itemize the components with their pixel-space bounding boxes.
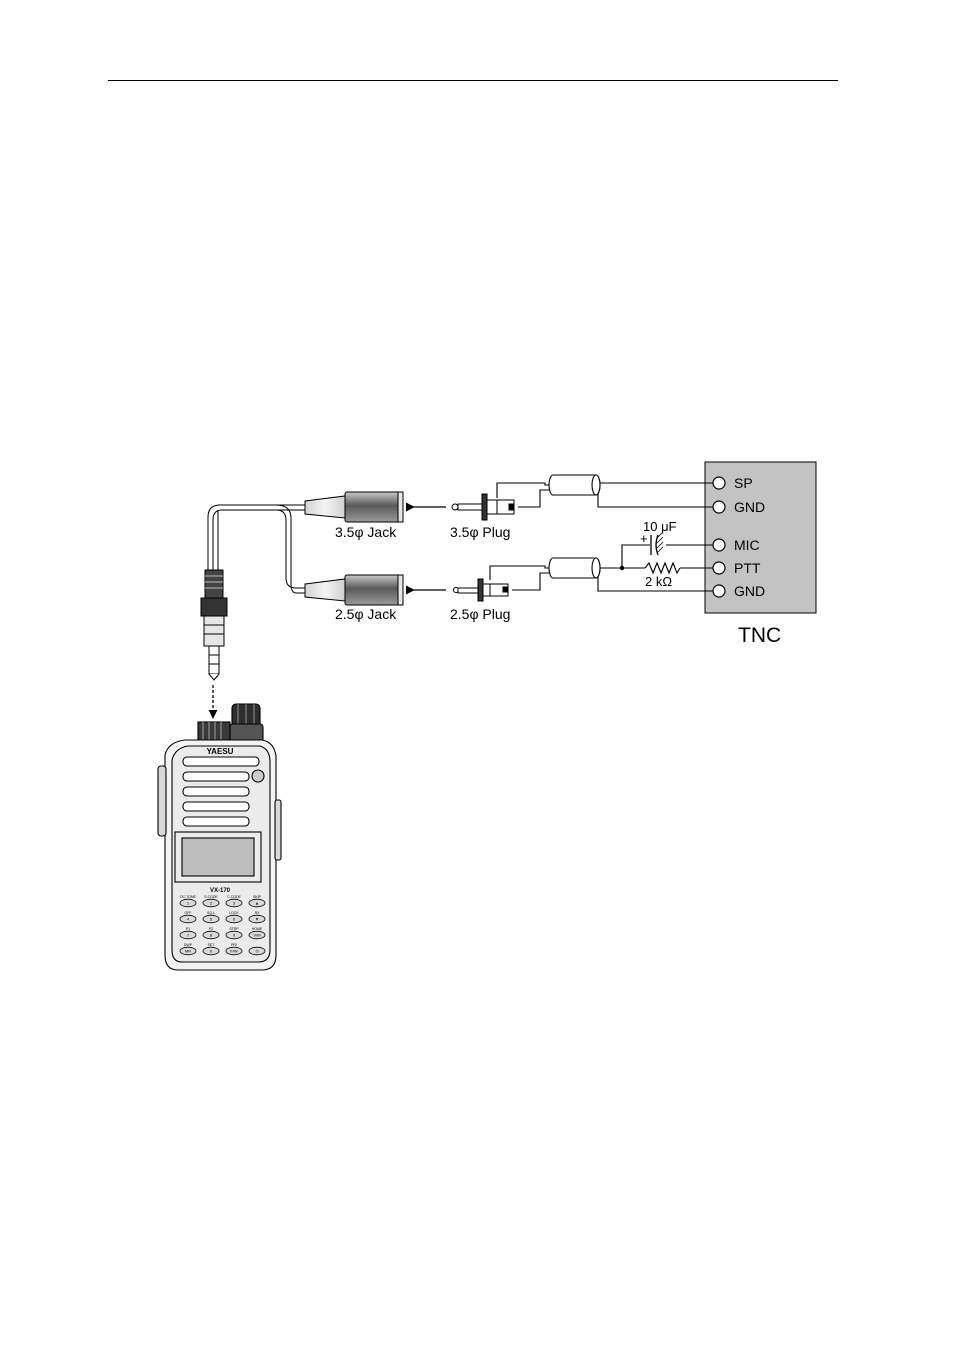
radio-key-glyph: ▲	[255, 901, 259, 906]
capacitor-icon	[651, 533, 663, 555]
radio-key-label: C.CODE	[227, 895, 241, 899]
radio-key-label: P2	[209, 927, 213, 931]
radio-brand: YAESU	[207, 747, 234, 756]
radio-key-label: DWP	[184, 943, 193, 947]
radio-key-label: SKIP	[253, 895, 262, 899]
radio-key: ⊙	[249, 947, 265, 955]
plug-25-label: 2.5φ Plug	[450, 606, 510, 622]
pin-sp-label: SP	[734, 475, 753, 491]
pin-gnd2-label: GND	[734, 583, 765, 599]
radio-key-label: RX	[255, 911, 261, 915]
resistor-icon	[645, 563, 680, 573]
radio-key-label: OFF	[185, 911, 192, 915]
pin-ptt-label: PTT	[734, 560, 761, 576]
radio-key-label: STRP	[229, 927, 239, 931]
radio-key-label: DC.TONE	[180, 895, 196, 899]
radio-key-glyph: V/M	[253, 933, 260, 938]
radio-key-label: HOME	[252, 927, 263, 931]
pin-gnd2-terminal	[713, 585, 725, 597]
radio-key-glyph: F/W	[230, 949, 238, 954]
connector-plug-icon	[201, 570, 227, 680]
pin-gnd1-terminal	[713, 501, 725, 513]
radio-key-label: SET	[208, 943, 216, 947]
pin-mic-terminal	[713, 539, 725, 551]
upper-cable	[497, 475, 713, 507]
jack-25-icon	[305, 575, 403, 605]
radio-key-label: PRI	[231, 943, 237, 947]
radio-key-label: S.CODE	[204, 895, 218, 899]
capacitor-label: 10 μF	[643, 519, 677, 534]
resistor-label: 2 kΩ	[645, 574, 672, 589]
pin-ptt-terminal	[713, 562, 725, 574]
radio-key-glyph: ▼	[255, 917, 259, 922]
plug-35-icon	[452, 494, 514, 520]
radio-key-label: LOCK	[229, 911, 239, 915]
tnc-title: TNC	[738, 624, 781, 647]
radio-key-glyph: MR	[185, 949, 191, 954]
radio-model: VX-170	[210, 888, 231, 894]
jack-35-label: 3.5φ Jack	[335, 524, 397, 540]
radio-key-label: P1	[186, 927, 190, 931]
plug-35-label: 3.5φ Plug	[450, 524, 510, 540]
radio-illustration	[158, 704, 281, 970]
radio-key-glyph: ⊙	[255, 949, 258, 954]
junction-dot	[620, 566, 624, 570]
pin-gnd1-label: GND	[734, 499, 765, 515]
pin-sp-terminal	[713, 477, 725, 489]
radio-key-label: SQ.L	[207, 911, 215, 915]
capacitor-polarity: +	[640, 531, 648, 546]
jack-35-icon	[305, 492, 403, 522]
pin-mic-label: MIC	[734, 537, 760, 553]
jack-25-label: 2.5φ Jack	[335, 606, 397, 622]
plug-25-icon	[454, 579, 509, 601]
